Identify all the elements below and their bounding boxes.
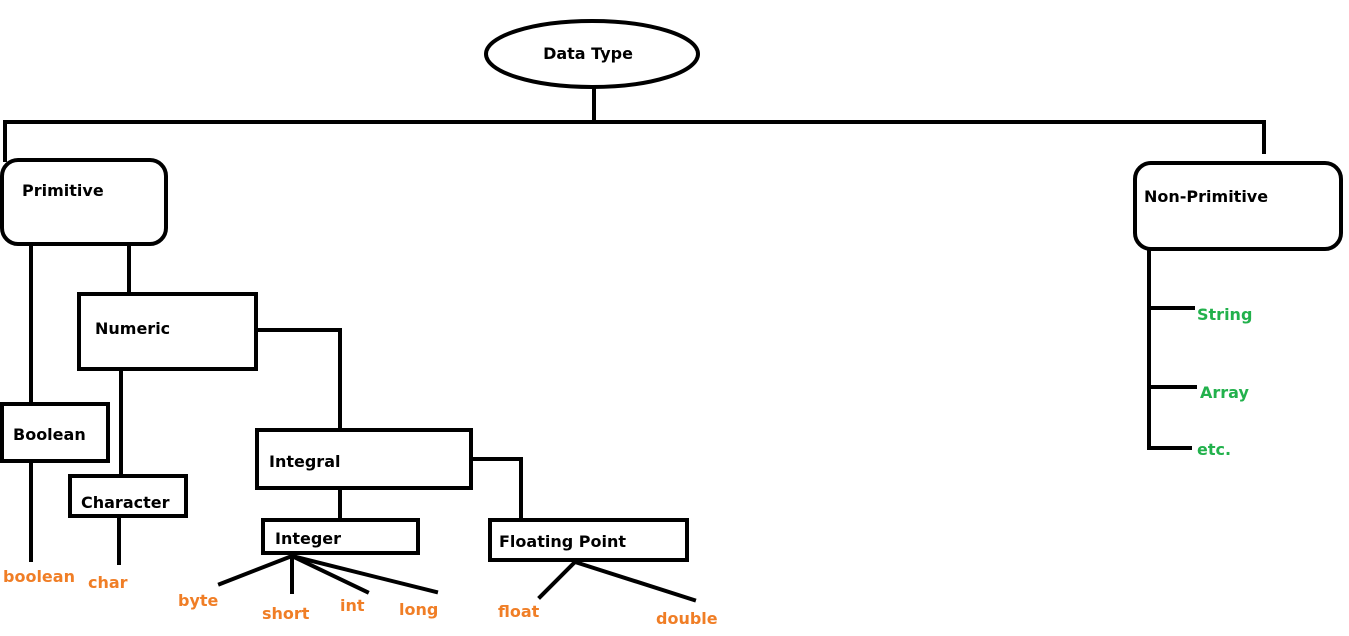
byte-leaf-line: [217, 553, 295, 587]
leaf-char: char: [88, 573, 128, 592]
integral-box: [255, 428, 473, 490]
boolean-box: [0, 402, 110, 463]
floating-point-label: Floating Point: [499, 532, 626, 551]
root-ellipse: [484, 19, 700, 89]
primitive-node: Primitive: [0, 158, 168, 246]
leaf-array: Array: [1200, 383, 1249, 402]
integral-branch-line: [254, 328, 342, 432]
non-primitive-box: [1133, 161, 1343, 251]
root-label: Data Type: [543, 44, 633, 63]
integral-label: Integral: [269, 452, 340, 471]
leaf-string: String: [1197, 305, 1252, 324]
integral-node: Integral: [255, 428, 473, 490]
leaf-short: short: [262, 604, 310, 623]
numeric-node: Numeric: [77, 292, 258, 371]
primitive-box: [0, 158, 168, 246]
leaf-double: double: [656, 609, 718, 628]
leaf-byte: byte: [178, 591, 219, 610]
numeric-box: [77, 292, 258, 371]
character-node: Character: [68, 474, 188, 518]
floating-point-branch-line: [469, 457, 523, 522]
non-primitive-node: Non-Primitive: [1133, 161, 1343, 251]
character-label: Character: [81, 493, 170, 512]
leaf-int: int: [340, 596, 365, 615]
float-leaf-line: [537, 559, 578, 600]
primitive-label: Primitive: [22, 181, 104, 200]
long-leaf-line: [289, 553, 439, 595]
character-box: [68, 474, 188, 518]
int-leaf-line: [289, 553, 370, 595]
leaf-long: long: [399, 600, 438, 619]
non-primitive-label: Non-Primitive: [1144, 187, 1268, 206]
leaf-float: float: [498, 602, 540, 621]
root-node: Data Type: [484, 19, 700, 89]
boolean-node: Boolean: [0, 402, 110, 463]
numeric-label: Numeric: [95, 319, 170, 338]
floating-point-node: Floating Point: [488, 518, 689, 562]
leaf-etc: etc.: [1197, 440, 1231, 459]
integer-box: [261, 518, 420, 555]
connectors: [3, 85, 1266, 603]
leaf-boolean: boolean: [3, 567, 75, 586]
boolean-label: Boolean: [13, 425, 86, 444]
integer-node: Integer: [261, 518, 420, 555]
primitive-leaves: boolean char byte short int long float d…: [3, 567, 718, 628]
non-primitive-leaves: String Array etc.: [1197, 305, 1252, 459]
floating-point-box: [488, 518, 689, 562]
integer-label: Integer: [275, 529, 341, 548]
double-leaf-line: [572, 559, 697, 603]
